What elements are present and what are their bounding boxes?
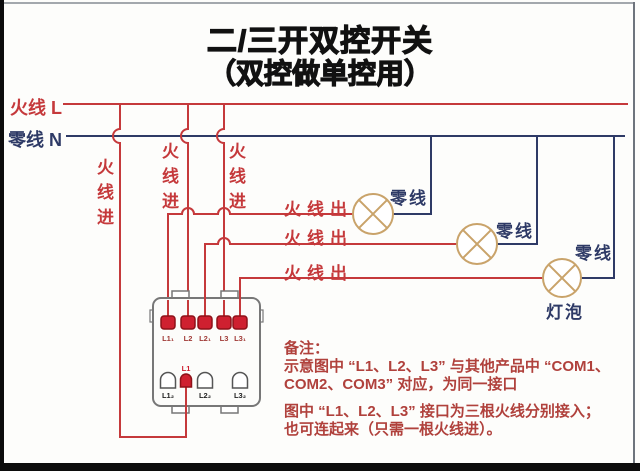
notes-line-2: COM2、COM3” 对应，为同一接口 [284,376,518,393]
neutral-wire-2 [497,136,538,245]
live-in-label-1: 火线进 [94,158,113,233]
notes-block: 备注： 示意图中 “L1、L2、L3” 与其他产品中 “COM1、 COM2、C… [284,340,610,439]
live-in-label-2: 火线进 [159,142,178,217]
notes-heading: 备注： [284,340,330,357]
notes-gap [284,394,610,403]
terminal-L3-1 [232,315,248,330]
bulb-label: 灯泡 [546,303,584,322]
live-in-wire-1 [112,104,187,438]
terminal-label-L3-1: L3₁ [234,334,246,343]
lamp-2 [456,223,498,265]
switch-outline [152,297,261,407]
terminal-label-L2-2: L2₂ [199,391,211,400]
neutral-label-3: 零线 [575,244,613,263]
frame-right-line [633,2,635,463]
switch-top-terminals: L1₁ L2 L2₁ L3 L3₁ [160,315,248,343]
neutral-bus-label: 零线 N [8,130,62,150]
lamp-3 [542,258,582,298]
terminal-L3-2 [231,371,249,389]
frame-top-line [3,2,635,4]
lamp-2-cross [462,229,492,259]
terminal-label-L2: L2 [184,334,193,343]
notes-line-1: 示意图中 “L1、L2、L3” 与其他产品中 “COM1、 [284,358,610,375]
terminal-label-L3-2: L3₂ [234,391,246,400]
terminal-L2-2 [196,371,214,389]
neutral-label-2: 零线 [496,222,534,241]
neutral-label-1: 零线 [390,189,428,208]
terminal-L2-1 [197,315,213,330]
terminal-label-L1-2: L1₂ [162,391,174,400]
frame-bottom-bar [0,463,640,471]
live-in-label-3: 火线进 [226,142,245,217]
terminal-wire-stubs [167,246,241,437]
terminal-label-L1-com: L1 [182,364,191,373]
live-out-wire-1 [167,207,353,318]
live-out-wire-3 [239,277,543,318]
terminal-L2 [180,315,196,330]
switch-bottom-terminals: L1 L1₂ L2₂ L3₂ [159,364,249,400]
terminal-label-L1-1: L1₁ [162,334,174,343]
page-subtitle: （双控做单控用） [207,57,432,89]
live-bus-label: 火线 L [10,98,62,118]
terminal-label-L2-1: L2₁ [199,334,211,343]
terminal-L1-com [179,373,193,388]
lamp-1 [352,193,394,235]
live-in-wire-2 [180,104,189,318]
lamp-1-cross [358,199,388,229]
neutral-wire-3 [581,136,615,279]
lamp-3-cross [547,263,577,293]
frame-left-bar [0,0,4,471]
live-out-label-2: 火线出 [284,229,353,248]
notes-line-4: 也可连起来（只需一根火线进）。 [284,421,502,438]
terminal-label-L3: L3 [220,334,229,343]
live-in-wire-3 [216,104,225,318]
neutral-wire-1 [393,136,432,215]
live-out-label-3: 火线出 [284,264,353,283]
terminal-L1-1 [160,315,176,330]
notes-line-3: 图中 “L1、L2、L3” 接口为三根火线分别接入； [284,403,600,420]
terminal-L1-2 [159,371,177,389]
page-title: 二/三开双控开关 [206,24,434,58]
live-out-label-1: 火线出 [284,200,353,219]
live-out-wire-2 [204,237,457,318]
terminal-L3 [216,315,232,330]
